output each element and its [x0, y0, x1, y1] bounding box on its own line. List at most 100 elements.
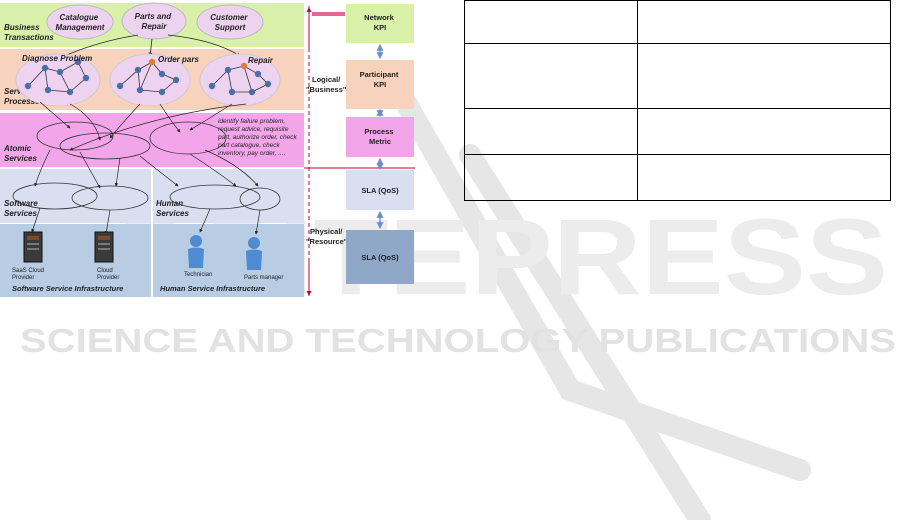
provider-cloud-l1: Cloud	[97, 268, 113, 274]
divider-physical-label: Physical/ "Resource"	[306, 227, 348, 246]
table-cell	[637, 0, 891, 44]
atomic-service-ellipse	[59, 132, 151, 160]
atomic-note-l4: part catalogue, check	[217, 142, 281, 149]
arrow-process-atomic-6	[69, 103, 247, 151]
graph-node	[158, 88, 166, 96]
process-repair-label: Repair	[248, 56, 274, 65]
table-cell	[464, 43, 638, 109]
metric-box-sla-physical	[346, 230, 414, 284]
arrow-process-atomic-1	[39, 101, 71, 129]
metric-box-sla-logical	[346, 170, 414, 210]
graph-node	[56, 68, 64, 76]
arrow-process-atomic-2	[69, 103, 102, 141]
arrow-hu-infra-2	[254, 209, 261, 235]
arrow-atomic-hu-2	[189, 153, 237, 187]
graph-node	[116, 82, 124, 90]
transaction-parts-l1: Parts and	[135, 12, 173, 21]
table-row	[464, 43, 891, 109]
metric-sla-physical-label: SLA (QoS)	[361, 253, 399, 262]
metric-participant-l2: KPI	[374, 80, 387, 89]
server-panel	[27, 248, 39, 250]
server-icon	[23, 231, 43, 263]
metric-process-l1: Process	[364, 127, 393, 136]
metric-network-l1: Network	[364, 13, 394, 22]
process-diagnose-ellipse	[15, 53, 101, 107]
arrow-atomic-hu-3	[204, 149, 259, 187]
watermark-logo-mark	[379, 64, 811, 520]
table-cell	[464, 108, 638, 155]
graph-node	[44, 86, 52, 94]
graph-node	[136, 86, 144, 94]
arrow-atomic-hu-1	[139, 155, 179, 187]
transaction-catalogue-l2: Management	[56, 23, 105, 32]
person-icon	[246, 237, 262, 270]
atomic-note-l2: request advice, requisite	[218, 126, 289, 133]
atomic-note-l1: identify failure problem,	[218, 118, 285, 125]
layered-architecture-diagram: Business Transactions Service Processes …	[0, 2, 415, 297]
process-order-ellipse	[109, 53, 191, 107]
graph-node	[228, 88, 236, 96]
table-cell	[637, 43, 891, 109]
layer-label-human-l2: Services	[156, 209, 189, 218]
provider-saas-l1: SaaS Cloud	[12, 268, 44, 274]
transaction-catalogue-ellipse	[46, 4, 114, 40]
provider-cloud-l2: Provider	[97, 275, 119, 281]
graph-node	[134, 66, 142, 74]
layer-label-atomic-l1: Atomic	[3, 144, 32, 153]
transaction-support-l1: Customer	[210, 13, 248, 22]
software-service-ellipse	[12, 182, 98, 210]
transaction-support: Customer Support	[210, 13, 250, 32]
atomic-service-ellipse	[36, 121, 114, 151]
arrow-parts-to-order	[148, 38, 153, 57]
metrics-table	[464, 0, 891, 201]
layer-label-process-l2: Processes	[4, 97, 45, 106]
person-head	[190, 235, 202, 247]
process-repair-ellipse	[199, 53, 281, 107]
table-cell	[637, 108, 891, 155]
transaction-catalogue-l1: Catalogue	[60, 13, 99, 22]
arrow-atomic-sw-3	[114, 157, 121, 187]
graph-node	[82, 74, 90, 82]
server-panel	[98, 236, 110, 240]
arrow-sw-infra-1	[31, 207, 41, 233]
arrow-parts-to-repair	[167, 34, 241, 57]
process-repair-nodes	[208, 62, 272, 96]
metric-box-participant	[346, 60, 414, 109]
divider-logical-l2: "Business"	[306, 85, 347, 94]
graph-node	[208, 82, 216, 90]
arrow-process-atomic-4	[159, 103, 181, 133]
provider-cloud-label: Cloud Provider	[97, 268, 119, 281]
metric-box-process	[346, 117, 414, 157]
table-row	[464, 0, 891, 44]
graph-node	[248, 88, 256, 96]
process-diagnose-nodes	[24, 58, 90, 96]
process-diagnose-label: Diagnose Problem	[22, 54, 92, 63]
divider-physical-l2: "Resource"	[306, 237, 348, 246]
layer-label-atomic-l2: Services	[4, 154, 37, 163]
atomic-service-ellipse	[149, 121, 227, 155]
table-cell	[464, 0, 638, 44]
metric-process-label: Process Metric	[364, 127, 395, 146]
table-cell	[464, 154, 638, 201]
person-body	[246, 249, 262, 270]
metric-box-network	[346, 4, 414, 43]
atomic-band	[0, 113, 304, 167]
server-panel	[98, 248, 110, 250]
layer-label-atomic: Atomic Services	[3, 144, 37, 163]
divider-physical-l1: Physical/	[310, 227, 343, 236]
business-link-bar	[312, 12, 345, 16]
arrow-sw-infra-2	[104, 209, 111, 235]
table-row	[464, 108, 891, 155]
layer-label-human: Human Services	[156, 199, 189, 218]
provider-saas-l2: Provider	[12, 275, 34, 281]
metric-process-l2: Metric	[369, 137, 391, 146]
human-service-ellipse	[169, 184, 261, 210]
graph-node	[41, 64, 49, 72]
graph-node	[172, 76, 180, 84]
layer-label-human-infra: Human Service Infrastructure	[160, 284, 265, 293]
layer-label-business-l1: Business	[4, 23, 40, 32]
person-head	[248, 237, 260, 249]
layer-label-software-l2: Services	[4, 209, 37, 218]
metric-sla-logical-label: SLA (QoS)	[361, 186, 399, 195]
graph-node	[254, 70, 262, 78]
